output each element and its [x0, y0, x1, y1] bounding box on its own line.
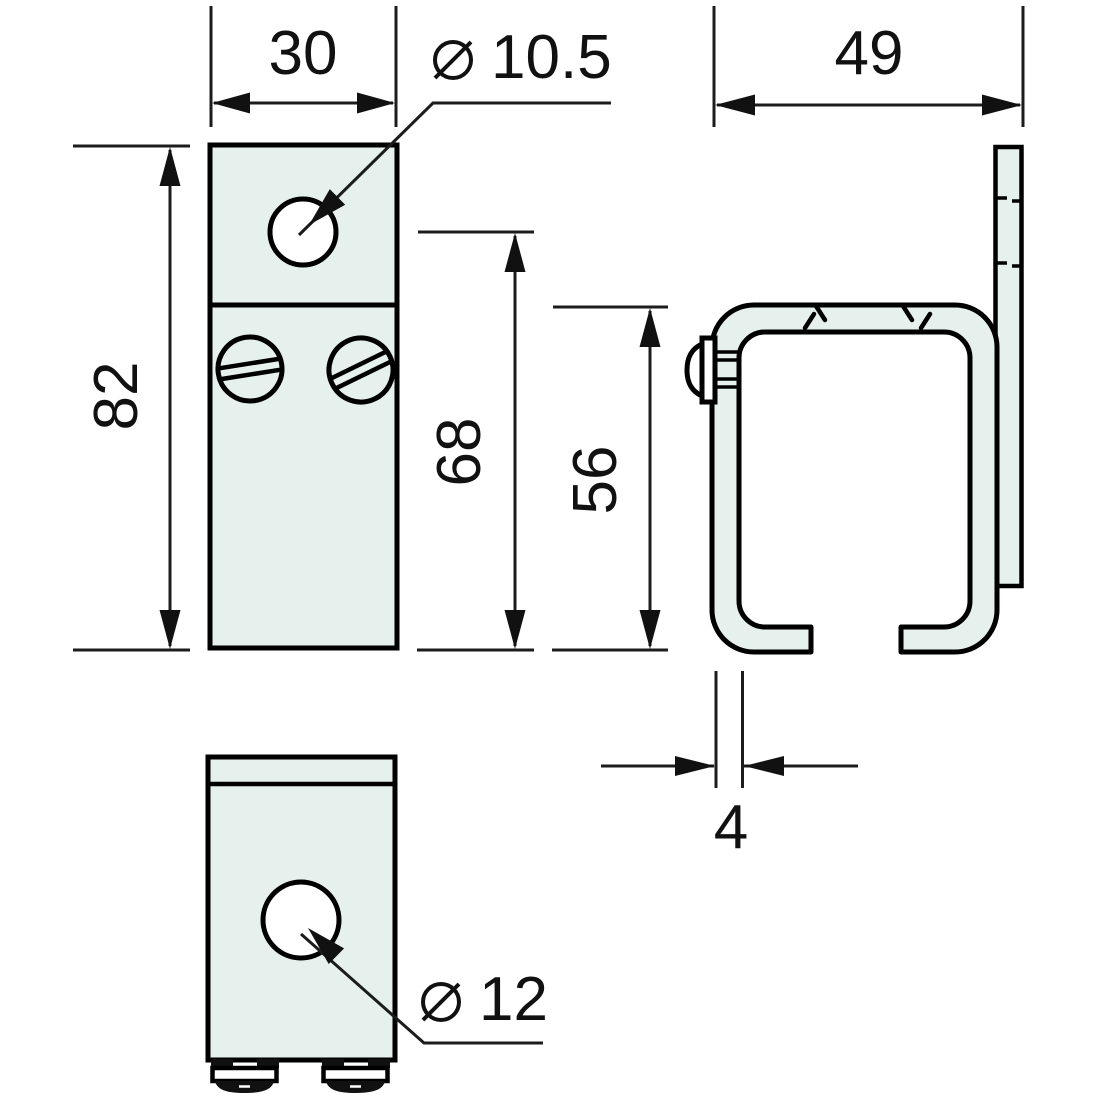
side-view — [684, 144, 1024, 655]
dim-label-front-width: 30 — [268, 19, 338, 88]
dimension-arrowheads — [159, 92, 1022, 964]
clamp-screw-side-icon — [684, 335, 741, 405]
screw-foot-right-icon — [321, 1059, 390, 1093]
c-rail-profile — [709, 302, 1000, 655]
side-back-plate — [993, 144, 1024, 589]
dim-label-hole-to-base: 68 — [425, 417, 494, 487]
dim-label-rail-height: 56 — [561, 445, 630, 515]
plate-break-marks — [995, 196, 1021, 268]
rail-joint-marks — [802, 303, 933, 331]
dim-value-top-hole-diameter: 10.5 — [491, 23, 612, 92]
front-view — [207, 142, 400, 651]
dim-label-side-width: 49 — [834, 19, 904, 88]
diameter-icon — [433, 40, 473, 80]
screw-foot-left-icon — [210, 1059, 279, 1093]
dim-label-top-hole-diameter: 10.5 — [427, 26, 612, 90]
screw-head-right-icon — [326, 335, 396, 405]
screw-head-left-icon — [215, 334, 285, 404]
dim-value-bottom-hole-diameter: 12 — [479, 965, 548, 1034]
bottom-view — [205, 754, 398, 1093]
diameter-icon — [421, 982, 461, 1022]
dim-label-bottom-hole-diameter: 12 — [415, 968, 548, 1032]
dim-label-overall-height: 82 — [82, 361, 151, 431]
dim-label-wall-thickness: 4 — [713, 793, 749, 862]
